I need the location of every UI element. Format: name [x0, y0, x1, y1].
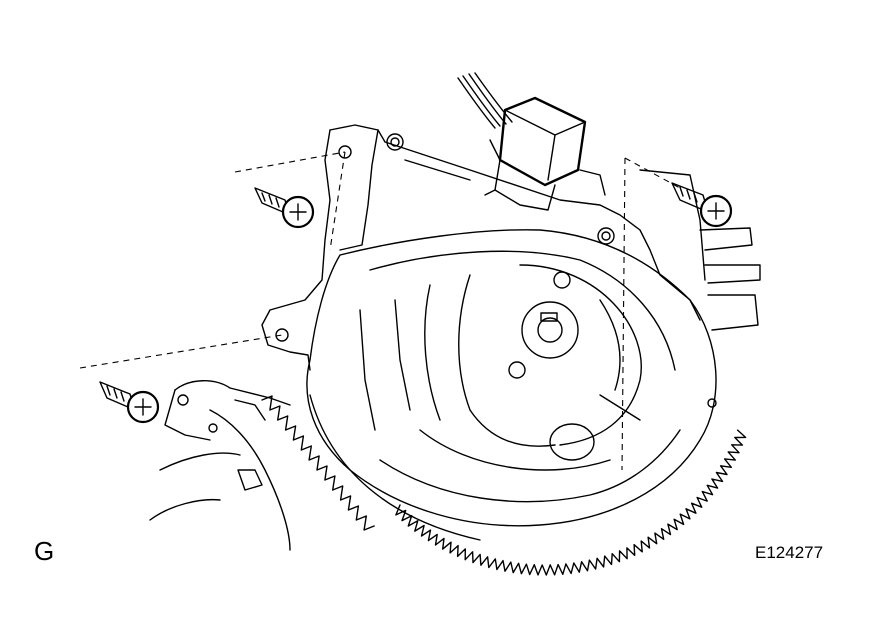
gear-teeth-arc	[395, 429, 747, 576]
gear-teeth-left	[261, 395, 375, 531]
view-label: G	[34, 536, 55, 566]
gear-teeth	[261, 395, 747, 576]
motor-bracket	[261, 124, 761, 371]
blower-case	[306, 229, 717, 541]
connector	[457, 72, 587, 211]
lower-housing	[149, 380, 291, 551]
screw-top-left	[254, 187, 315, 229]
fan-hub	[508, 271, 717, 461]
alignment-lines	[79, 151, 681, 471]
screw-top-right	[671, 182, 733, 228]
figure-id: E124277	[755, 543, 824, 562]
screw-bottom-left	[99, 381, 160, 424]
